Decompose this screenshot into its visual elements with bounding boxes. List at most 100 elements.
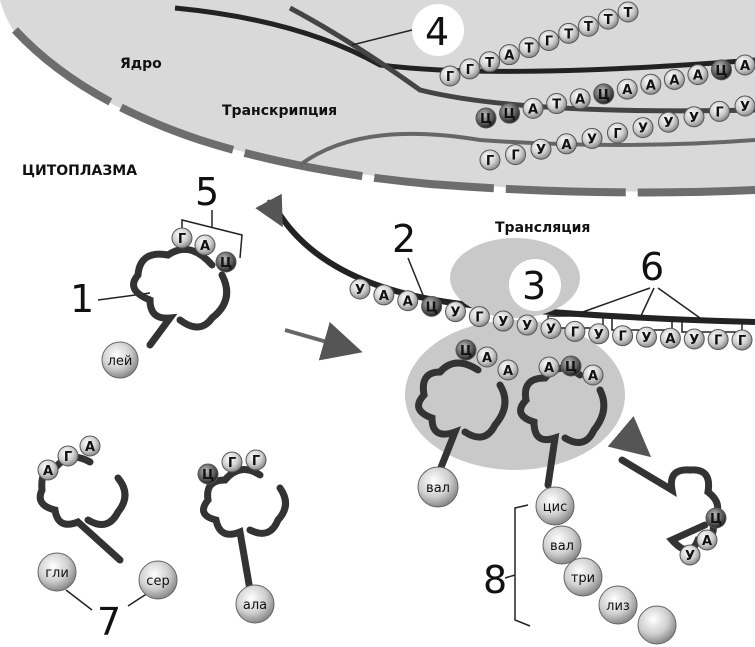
nucleotide-bead bbox=[479, 51, 501, 73]
nucleotide-bead bbox=[57, 445, 79, 467]
nucleotide-bead bbox=[640, 73, 662, 95]
pointer-8 bbox=[504, 574, 516, 579]
nucleotide-letter: А bbox=[702, 534, 712, 549]
nucleotide-bead bbox=[445, 301, 466, 323]
nucleotide-bead bbox=[707, 329, 729, 351]
nucleotide-letter: А bbox=[43, 464, 53, 479]
label-cytoplasm: ЦИТОПЛАЗМА bbox=[22, 163, 137, 179]
nucleotide-letter: Ц bbox=[710, 512, 722, 527]
nucleotide-letter: Ц bbox=[565, 360, 577, 375]
nucleotide-bead bbox=[197, 463, 219, 485]
nucleotide-bead bbox=[556, 133, 577, 155]
amino-acid-ala: ала bbox=[235, 584, 275, 624]
nucleotide-letter: Т bbox=[624, 6, 633, 21]
nucleotide-bead bbox=[215, 251, 237, 273]
nucleotide-letter: А bbox=[403, 295, 413, 310]
pointer-2 bbox=[407, 257, 426, 301]
release-arrow bbox=[607, 416, 652, 458]
pointer-4 bbox=[351, 29, 413, 46]
nucleotide-bead bbox=[194, 234, 216, 256]
amino-acid-gli: гли bbox=[37, 552, 77, 592]
nucleotide-letter: А bbox=[588, 369, 598, 384]
nucleotide-letter: У bbox=[594, 328, 604, 343]
pointer-6c bbox=[657, 287, 701, 319]
nucleotide-bead bbox=[439, 65, 461, 87]
nucleotide-bead bbox=[588, 323, 610, 345]
nucleotide-bead bbox=[499, 102, 521, 124]
nucleotide-bead bbox=[696, 529, 718, 551]
nucleotide-bead bbox=[468, 306, 490, 328]
nucleotide-bead bbox=[683, 106, 705, 128]
nucleotide-bead bbox=[558, 22, 580, 44]
number-3: 3 bbox=[522, 264, 546, 308]
nucleotide-bead bbox=[373, 284, 395, 306]
label-transcription: Транскрипция bbox=[222, 103, 337, 119]
nucleotide-letter: А bbox=[646, 78, 656, 93]
number-4: 4 bbox=[425, 10, 449, 54]
nucleotide-letter: А bbox=[544, 361, 554, 376]
nucleotide-letter: Г bbox=[486, 154, 494, 169]
nucleotide-letter: Г bbox=[446, 70, 454, 85]
nucleotide-bead bbox=[564, 320, 586, 342]
nucleotide-letter: А bbox=[528, 102, 538, 117]
nucleotide-letter: А bbox=[504, 49, 514, 64]
export-arrow bbox=[255, 193, 283, 228]
nucleotide-letter: У bbox=[689, 333, 699, 348]
nucleotide-letter: Г bbox=[511, 149, 519, 164]
nucleotide-bead bbox=[710, 59, 732, 81]
nucleotide-bead bbox=[497, 359, 519, 381]
nucleotide-letter: А bbox=[379, 289, 389, 304]
amino-acid-lei-label: лей bbox=[108, 354, 133, 369]
peptide-val: вал bbox=[550, 539, 574, 554]
nucleotide-bead bbox=[687, 64, 709, 86]
nucleotide-letter: Г bbox=[252, 454, 260, 469]
nucleotide-bead bbox=[616, 78, 638, 100]
nucleotide-letter: А bbox=[85, 440, 95, 455]
nucleotide-bead bbox=[37, 459, 59, 481]
amino-acid-lei: лей bbox=[101, 341, 139, 379]
nucleotide-bead bbox=[705, 507, 727, 529]
trna-leaving-anticodon: ЦАУ bbox=[679, 507, 727, 566]
nucleotide-letter: Т bbox=[584, 20, 593, 35]
nucleotide-letter: А bbox=[665, 332, 675, 347]
nucleotide-letter: У bbox=[587, 132, 597, 147]
nucleotide-bead bbox=[518, 37, 540, 59]
nucleotide-letter: Г bbox=[738, 334, 746, 349]
nucleotide-letter: Г bbox=[228, 456, 236, 471]
nucleotide-letter: А bbox=[503, 364, 513, 379]
nucleotide-bead bbox=[538, 356, 560, 378]
nucleotide-letter: А bbox=[622, 83, 632, 98]
nuclear-envelope bbox=[12, 27, 755, 197]
nucleotide-letter: Т bbox=[525, 42, 534, 57]
nucleotide-letter: Т bbox=[485, 56, 494, 71]
nucleotide-bead bbox=[582, 364, 604, 386]
nucleotide-bead bbox=[459, 58, 481, 80]
label-nucleus: Ядро bbox=[120, 56, 162, 72]
nucleotide-bead bbox=[663, 68, 685, 90]
nucleotide-bead bbox=[516, 314, 538, 336]
trna-free-left-anticodon: АГА bbox=[37, 435, 101, 481]
number-6: 6 bbox=[640, 245, 664, 289]
nucleotide-letter: У bbox=[522, 319, 532, 334]
nucleotide-letter: Г bbox=[613, 127, 621, 142]
movement-arrow bbox=[284, 321, 363, 361]
label-translation: Трансляция bbox=[495, 220, 590, 236]
nucleotide-bead bbox=[593, 83, 615, 105]
nucleotide-letter: Т bbox=[552, 98, 561, 113]
nucleotide-bead bbox=[636, 326, 657, 348]
nucleotide-letter: Ц bbox=[598, 88, 610, 103]
nucleotide-letter: А bbox=[482, 351, 492, 366]
nucleotide-letter: А bbox=[575, 93, 585, 108]
nucleotide-bead bbox=[475, 107, 497, 129]
peptide-liz: лиз bbox=[606, 599, 630, 614]
nucleotide-bead bbox=[505, 144, 526, 166]
nucleotide-letter: У bbox=[355, 283, 365, 298]
nucleotide-letter: У bbox=[450, 306, 460, 321]
nucleotide-bead bbox=[658, 111, 679, 133]
nucleotide-letter: Г bbox=[64, 450, 72, 465]
nucleotide-bead bbox=[522, 97, 544, 119]
amino-acid-ser-label: сер bbox=[146, 574, 169, 589]
nucleotide-bead bbox=[349, 278, 371, 300]
